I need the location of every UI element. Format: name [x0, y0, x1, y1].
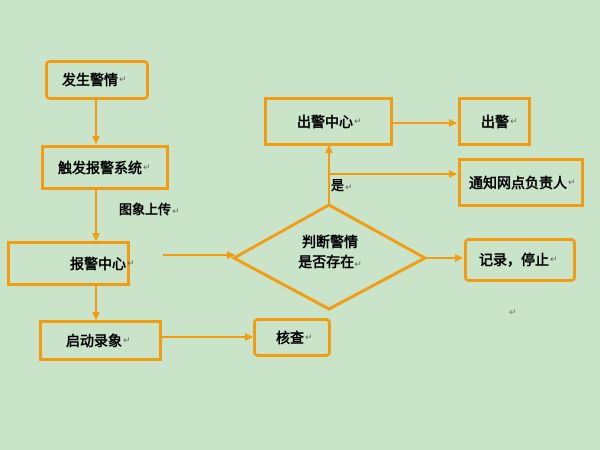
judge-line-2: 是否存在↵ — [298, 255, 362, 271]
node-dispatch-center: 出警中心↵ — [264, 97, 393, 146]
label-image-upload: 图象上传↵ — [119, 203, 180, 218]
label-yes: 是↵ — [331, 179, 353, 194]
paragraph-mark: ↵ — [345, 183, 353, 193]
node-alarm-occurs-text: 发生警情 — [62, 73, 118, 89]
node-dispatch-center-text: 出警中心 — [297, 114, 353, 131]
paragraph-mark: ↵ — [305, 332, 313, 343]
node-notify-branch-manager-text: 通知网点负责人 — [469, 175, 567, 192]
node-alarm-center-text: 报警中心 — [70, 256, 126, 273]
paragraph-mark: ↵ — [510, 116, 518, 127]
node-dispatch-text: 出警 — [481, 114, 509, 131]
paragraph-mark: ↵ — [123, 335, 131, 346]
judge-line-1: 判断警情 — [302, 235, 358, 251]
node-start-recording: 启动录象↵ — [39, 320, 162, 361]
paragraph-mark: ↵ — [119, 75, 127, 85]
paragraph-mark: ↵ — [354, 260, 362, 270]
stray-paragraph-mark: ↵ — [509, 308, 517, 318]
paragraph-mark: ↵ — [172, 207, 180, 217]
node-notify-branch-manager: 通知网点负责人↵ — [458, 158, 584, 207]
paragraph-mark: ↵ — [127, 258, 135, 269]
node-check-text: 核查 — [276, 330, 304, 347]
node-start-recording-text: 启动录象 — [66, 333, 122, 350]
node-record-stop-text: 记录，停止 — [479, 253, 549, 269]
node-record-stop: 记录，停止↵ — [464, 238, 576, 282]
paragraph-mark: ↵ — [568, 177, 576, 188]
node-trigger-alarm-system-text: 触发报警系统 — [58, 160, 142, 177]
node-alarm-occurs: 发生警情↵ — [45, 60, 149, 100]
paragraph-mark: ↵ — [354, 116, 362, 127]
node-dispatch: 出警↵ — [458, 97, 531, 146]
judge-decision-diamond — [230, 203, 429, 311]
paragraph-mark: ↵ — [143, 162, 151, 173]
node-trigger-alarm-system: 触发报警系统↵ — [41, 145, 169, 190]
node-alarm-center: 报警中心↵ — [7, 241, 135, 286]
judge-decision-text: 判断警情 是否存在↵ — [270, 233, 390, 275]
node-check: 核查↵ — [253, 318, 331, 357]
paragraph-mark: ↵ — [550, 255, 558, 265]
